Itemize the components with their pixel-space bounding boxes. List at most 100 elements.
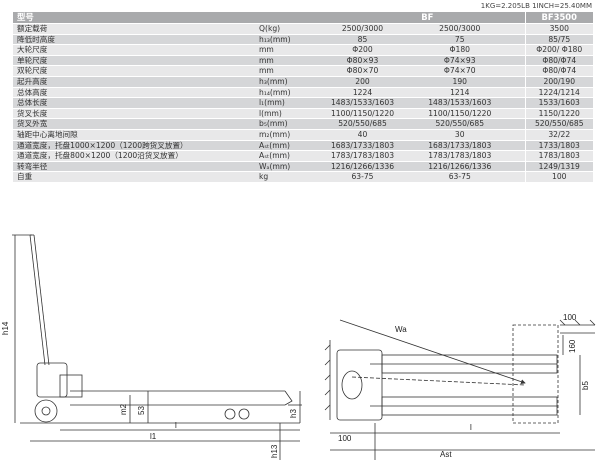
spec-value-bf-b: Φ180 [395, 44, 526, 56]
spec-unit-cell: b₅(mm) [255, 118, 330, 130]
spec-value-bf-a: 40 [330, 129, 395, 141]
dim-wa: Wa [395, 325, 407, 334]
dim-b5: b5 [581, 381, 590, 390]
spec-value-bf-b: Φ74×70 [395, 65, 526, 77]
spec-value-bf3500: 1533/1603 [524, 97, 594, 109]
spec-value-bf-a: 2500/3000 [330, 23, 395, 35]
truck-drawings: h14 m2 53 h3 h13 l l1 [1, 234, 596, 460]
spec-value-bf3500: 1150/1220 [524, 108, 594, 120]
header-unit [255, 12, 330, 24]
header-model: 型号 [13, 12, 255, 24]
spec-name-cell: 双轮尺度 [13, 65, 255, 77]
spec-value-bf-b: 63-75 [395, 171, 526, 183]
spec-value-bf3500: 3500 [524, 23, 594, 35]
spec-name-cell: 单轮尺度 [13, 55, 255, 67]
unit-conversion-note: 1KG=2.205LB 1INCH=25.40MM [480, 2, 592, 10]
dim-m2: m2 [119, 403, 128, 415]
spec-name-cell: 起升高度 [13, 76, 255, 88]
spec-value-bf-a: 63-75 [330, 171, 395, 183]
dim-ast: Ast [440, 450, 452, 459]
spec-value-bf-b: Φ74×93 [395, 55, 526, 67]
spec-name-cell: 通道宽度，托盘1000×1200（1200跨货叉放置） [13, 140, 255, 152]
spec-unit-cell: Wₐ(mm) [255, 161, 330, 173]
spec-value-bf3500: Φ80/Φ74 [524, 65, 594, 77]
spec-value-bf3500: 520/550/685 [524, 118, 594, 130]
spec-value-bf-a: 1216/1266/1336 [330, 161, 395, 173]
dim-h14: h14 [1, 321, 10, 335]
spec-value-bf-a: 1683/1733/1803 [330, 140, 395, 152]
spec-unit-cell: h₃(mm) [255, 76, 330, 88]
spec-value-bf-b: 190 [395, 76, 526, 88]
dim-l1: l1 [150, 432, 157, 441]
spec-value-bf-b: 1216/1266/1336 [395, 161, 526, 173]
dim-l: l [175, 421, 177, 430]
spec-value-bf-a: Φ80×70 [330, 65, 395, 77]
spec-value-bf-a: Φ200 [330, 44, 395, 56]
spec-value-bf3500: 1249/1319 [524, 161, 594, 173]
spec-name-cell: 自重 [13, 171, 255, 183]
spec-value-bf-a: 1783/1783/1803 [330, 150, 395, 162]
dim-160: 160 [568, 339, 577, 353]
spec-value-bf-a: 1100/1150/1220 [330, 108, 395, 120]
spec-unit-cell: Aₛₜ(mm) [255, 140, 330, 152]
side-view-drawing [12, 234, 302, 460]
spec-name-cell: 总体高度 [13, 87, 255, 99]
table-header-row: 型号 BF BF3500 [13, 12, 594, 24]
spec-value-bf3500: Φ80/Φ74 [524, 55, 594, 67]
spec-value-bf3500: 85/75 [524, 34, 594, 46]
spec-value-bf-b: 30 [395, 129, 526, 141]
spec-unit-cell: mm [255, 65, 330, 77]
table-row: 通道宽度，托盘1000×1200（1200跨货叉放置）Aₛₜ(mm)1683/1… [13, 140, 594, 152]
spec-value-bf3500: 1783/1803 [524, 150, 594, 162]
spec-unit-cell: m₂(mm) [255, 129, 330, 141]
spec-unit-cell: mm [255, 44, 330, 56]
dim-53: 53 [137, 406, 146, 415]
spec-name-cell: 货叉外宽 [13, 118, 255, 130]
spec-value-bf-a: 1483/1533/1603 [330, 97, 395, 109]
spec-name-cell: 轴距中心离地间隙 [13, 129, 255, 141]
spec-value-bf3500: 1733/1803 [524, 140, 594, 152]
dim-top-l: l [470, 423, 472, 432]
spec-value-bf-a: Φ80×93 [330, 55, 395, 67]
spec-value-bf-a: 200 [330, 76, 395, 88]
header-bf: BF [330, 12, 526, 24]
spec-value-bf-a: 520/550/685 [330, 118, 395, 130]
spec-value-bf3500: 200/190 [524, 76, 594, 88]
table-row: 通道宽度，托盘800×1200（1200沿货叉放置）Aₛₜ(mm)1783/17… [13, 150, 594, 162]
spec-name-cell: 通道宽度，托盘800×1200（1200沿货叉放置） [13, 150, 255, 162]
spec-value-bf-b: 1214 [395, 87, 526, 99]
spec-unit-cell: mm [255, 55, 330, 67]
spec-value-bf-b: 75 [395, 34, 526, 46]
spec-value-bf3500: Φ200/ Φ180 [524, 44, 594, 56]
spec-value-bf-a: 85 [330, 34, 395, 46]
spec-value-bf-b: 1100/1150/1220 [395, 108, 526, 120]
spec-unit-cell: h₁₄(mm) [255, 87, 330, 99]
dim-100-top: 100 [563, 313, 577, 322]
spec-name-cell: 降低时高度 [13, 34, 255, 46]
spec-name-cell: 总体长度 [13, 97, 255, 109]
spec-value-bf-b: 1683/1733/1803 [395, 140, 526, 152]
dim-h3: h3 [289, 409, 298, 418]
spec-name-cell: 额定载荷 [13, 23, 255, 35]
top-view-drawing [324, 319, 596, 460]
spec-value-bf-b: 1483/1533/1603 [395, 97, 526, 109]
spec-unit-cell: l₁(mm) [255, 97, 330, 109]
spec-value-bf-a: 1224 [330, 87, 395, 99]
spec-unit-cell: Q(kg) [255, 23, 330, 35]
spec-unit-cell: l(mm) [255, 108, 330, 120]
spec-name-cell: 货叉长度 [13, 108, 255, 120]
spec-value-bf3500: 1224/1214 [524, 87, 594, 99]
spec-value-bf3500: 100 [524, 171, 594, 183]
